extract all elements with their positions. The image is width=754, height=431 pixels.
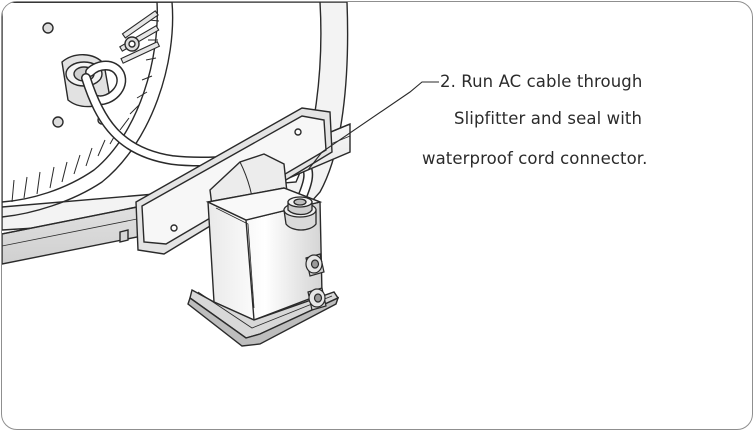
instruction-line-1: 2. Run AC cable through xyxy=(440,72,643,91)
instruction-line-3: waterproof cord connector. xyxy=(422,149,648,168)
instruction-line-2: Slipfitter and seal with xyxy=(454,109,643,128)
leader-line xyxy=(307,81,439,171)
set-screw-icon xyxy=(305,253,327,311)
cord-connector-icon xyxy=(283,196,317,231)
